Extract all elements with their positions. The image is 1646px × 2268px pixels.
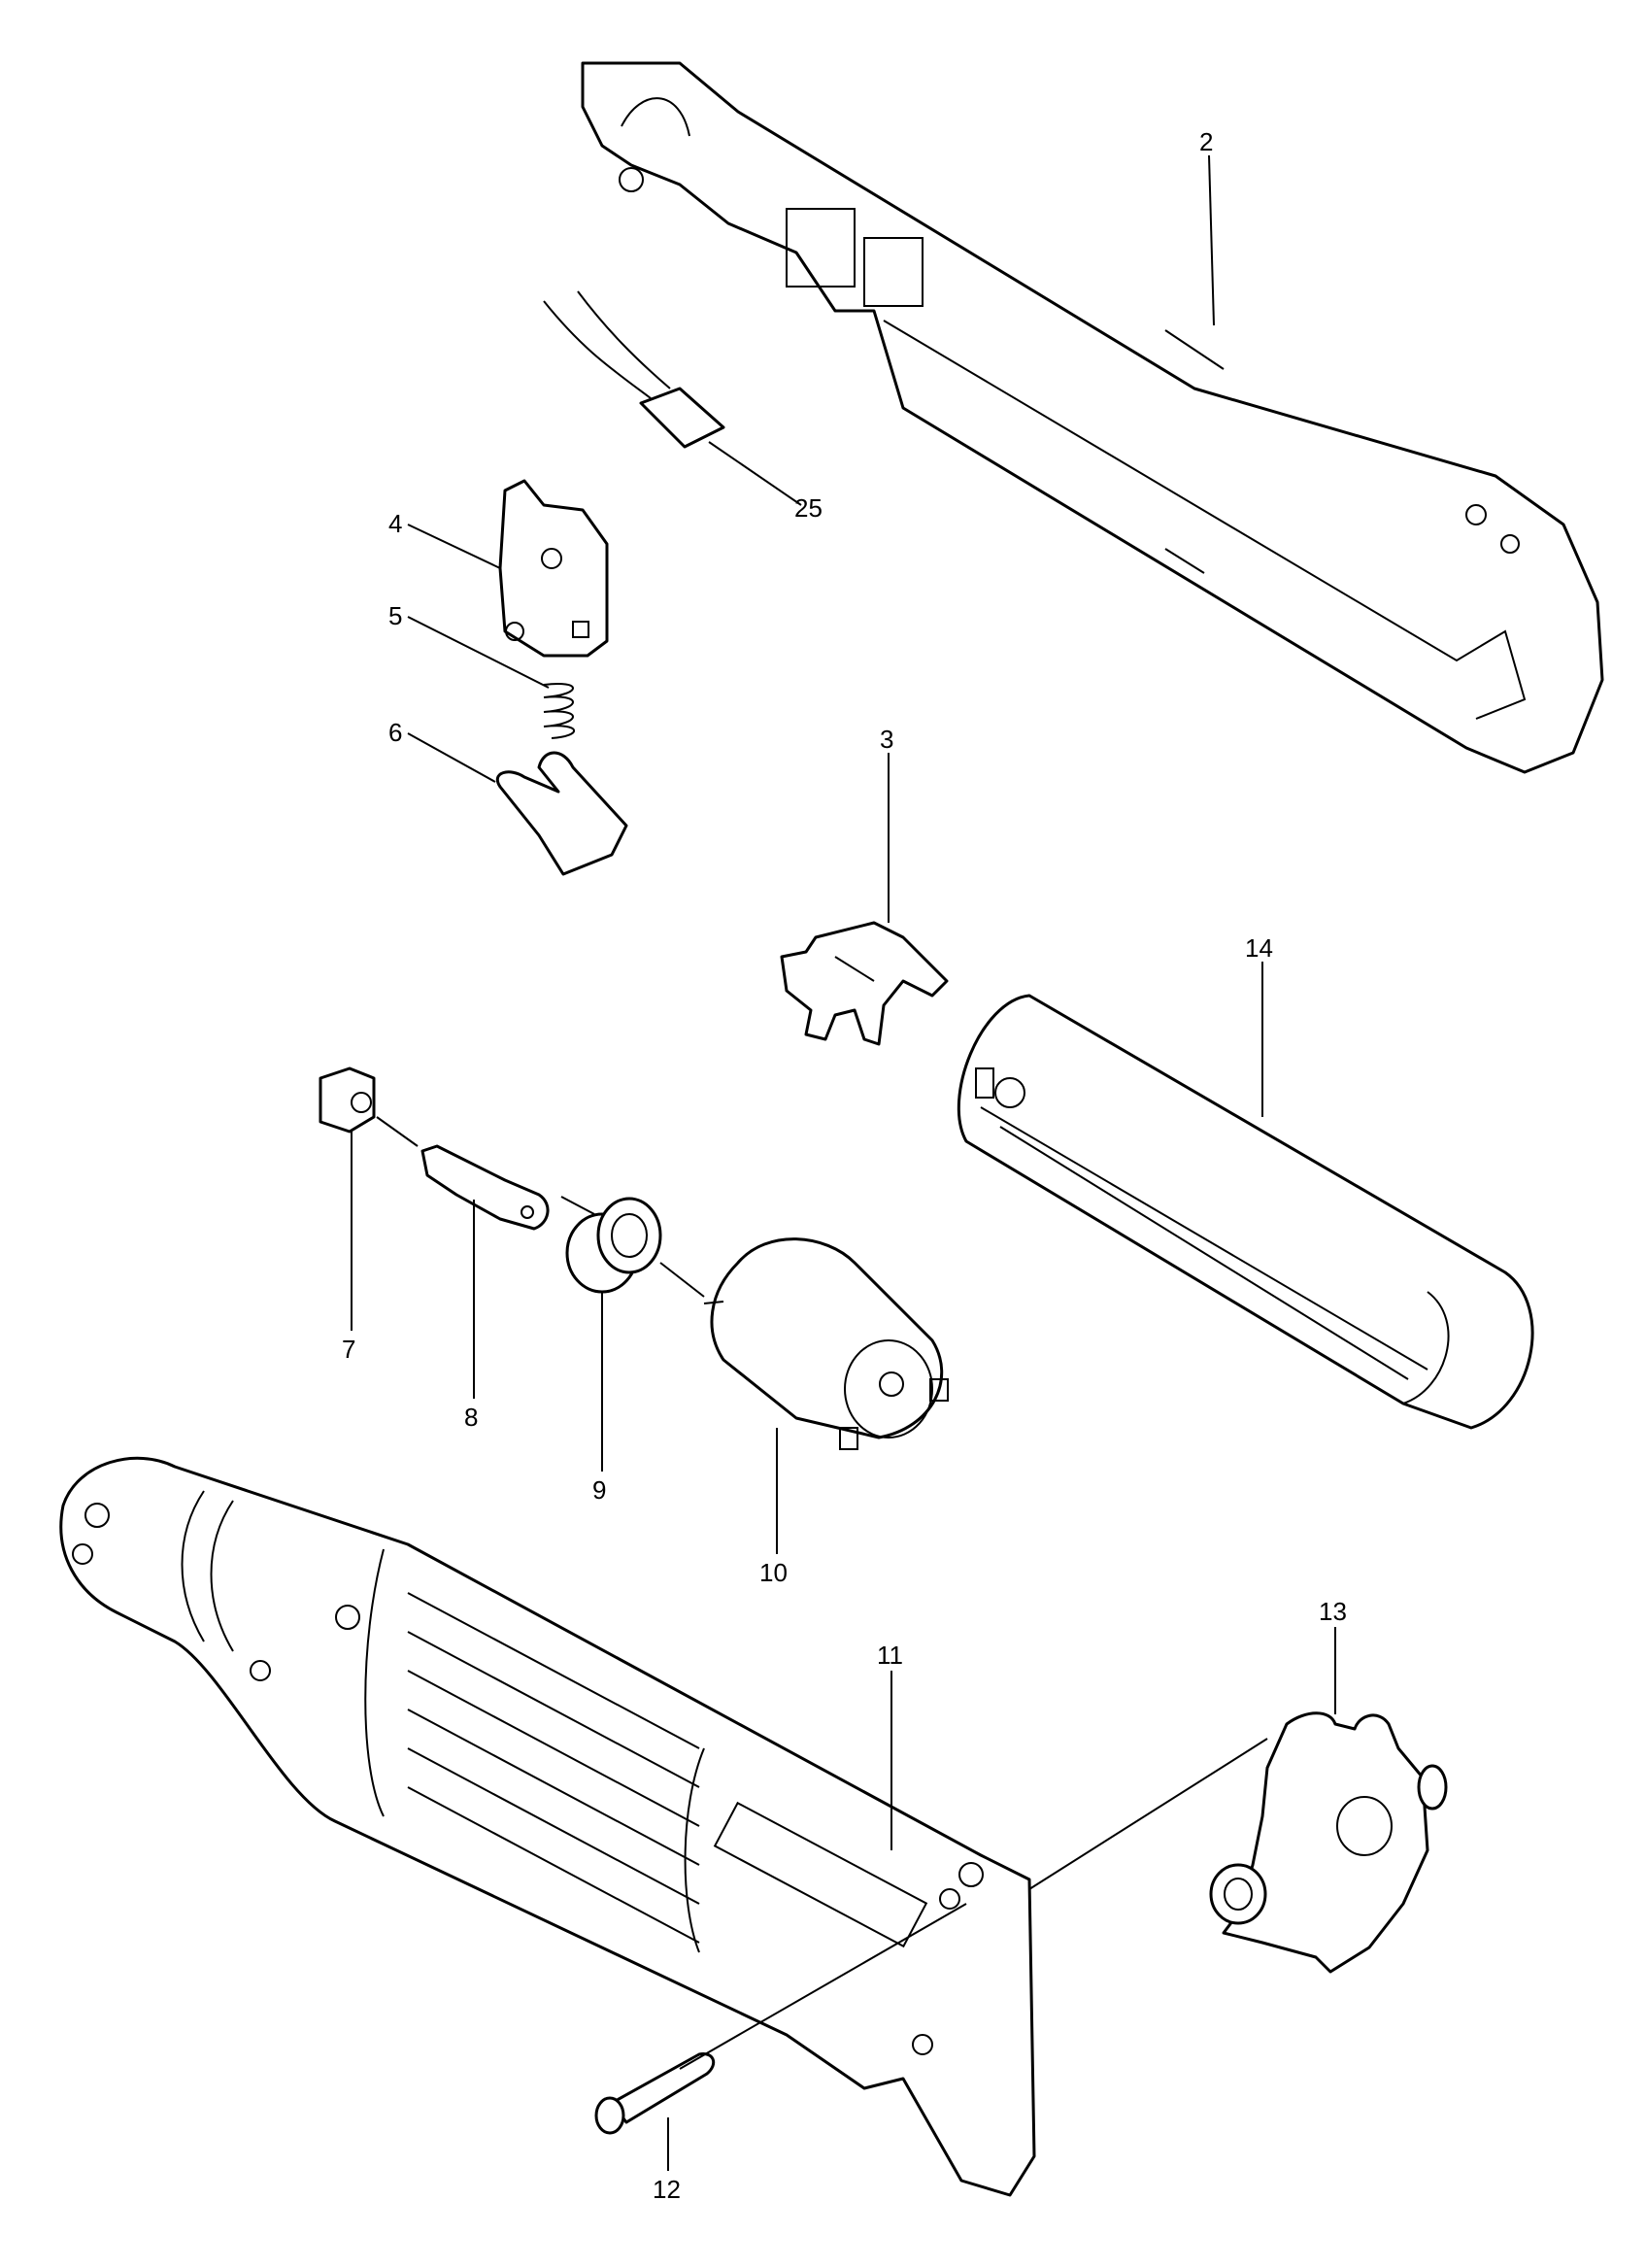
callout-3: 3 — [880, 725, 893, 754]
callout-8: 8 — [464, 1403, 478, 1432]
part-7-nut — [319, 1066, 376, 1134]
callout-9: 9 — [592, 1475, 606, 1505]
callout-14: 14 — [1245, 933, 1273, 963]
callout-7: 7 — [342, 1335, 355, 1364]
part-6-lever — [496, 751, 628, 876]
part-3-brush-holder — [780, 921, 949, 1046]
callout-12: 12 — [653, 2175, 681, 2204]
part-10-motor — [703, 1237, 949, 1450]
callout-4: 4 — [388, 509, 402, 538]
part-2-housing-half — [581, 61, 1604, 774]
callout-2: 2 — [1199, 127, 1213, 156]
part-11-main-housing — [59, 1456, 1036, 2197]
leader-lines — [351, 154, 1336, 2171]
callout-labels: 2 25 4 5 6 3 14 7 8 9 10 13 11 12 — [342, 127, 1347, 2204]
part-9-bearing — [565, 1197, 662, 1294]
part-25-wire-connector — [543, 290, 725, 449]
part-8-shaft — [420, 1144, 550, 1231]
callout-25: 25 — [794, 493, 823, 523]
part-5-spring — [543, 683, 575, 739]
part-12-screw — [594, 2052, 716, 2135]
callout-5: 5 — [388, 601, 402, 630]
part-4-switch — [498, 479, 609, 658]
part-14-battery-cylinder — [957, 994, 1534, 1430]
callout-11: 11 — [877, 1641, 903, 1670]
callout-6: 6 — [388, 718, 402, 747]
callout-13: 13 — [1319, 1597, 1347, 1626]
part-13-end-cap — [1209, 1711, 1448, 1974]
callout-10: 10 — [759, 1558, 788, 1587]
